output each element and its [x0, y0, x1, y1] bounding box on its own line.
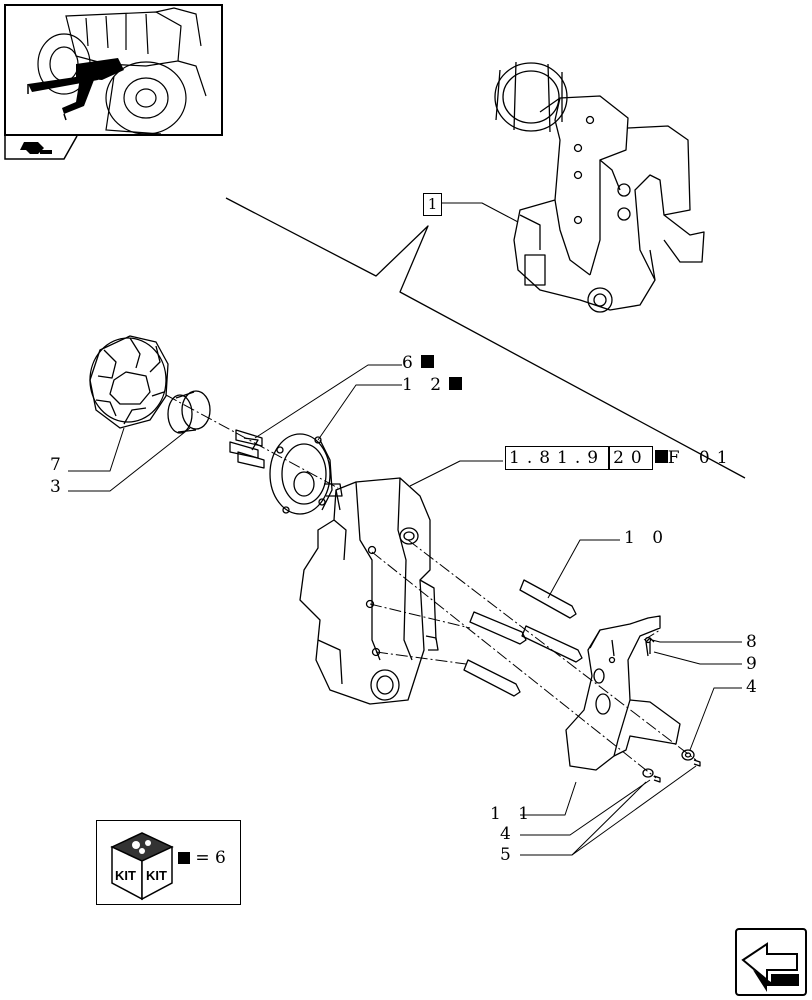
- callout-11: 1 1: [490, 804, 536, 824]
- callout-3: 3: [50, 477, 67, 497]
- ref-code-main: 1.81.9: [505, 446, 610, 470]
- bushing: [167, 390, 211, 434]
- fasteners: [642, 637, 701, 783]
- page-nav-arrow-icon: [741, 942, 799, 992]
- bolts: [463, 579, 583, 697]
- ref-code-tail: F 01: [667, 448, 735, 468]
- top-assembly: [494, 61, 705, 313]
- gearbox: [299, 477, 439, 705]
- tractor-thumbnail-icon: [27, 7, 207, 134]
- axis-lines: [165, 394, 697, 779]
- callout-4-bottom: 4: [500, 824, 517, 844]
- callout-10: 1 0: [624, 528, 670, 548]
- svg-text:KIT: KIT: [115, 868, 136, 883]
- flange: [269, 433, 343, 515]
- pins: [229, 429, 265, 469]
- square-marker-icon: [654, 450, 668, 463]
- next-page-button[interactable]: [735, 928, 807, 996]
- square-marker-icon: [420, 355, 434, 368]
- square-marker-icon: [449, 377, 463, 390]
- kit-equals: = 6: [178, 848, 226, 868]
- ref-code-sub: 20: [609, 446, 653, 470]
- callout-7: 7: [50, 455, 67, 475]
- callout-4-top: 4: [746, 677, 763, 697]
- callout-12: 1 2: [402, 377, 463, 394]
- bracket: [565, 615, 681, 771]
- callout-6: 6: [402, 355, 434, 372]
- thumbnail-tab: [4, 135, 78, 160]
- kit-legend: KIT KIT: [96, 820, 241, 905]
- tractor-thumbnail: [4, 4, 223, 136]
- leader-lines: [68, 202, 742, 856]
- kit-box-icon: KIT KIT: [110, 832, 174, 901]
- svg-text:KIT: KIT: [146, 868, 167, 883]
- callout-8: 8: [746, 632, 763, 652]
- top-item-ref: 1: [423, 193, 442, 216]
- callout-5: 5: [500, 845, 517, 865]
- callout-9: 9: [746, 654, 763, 674]
- coupling: [89, 335, 169, 429]
- square-marker-icon: [178, 852, 190, 864]
- section-break-line: [225, 197, 746, 479]
